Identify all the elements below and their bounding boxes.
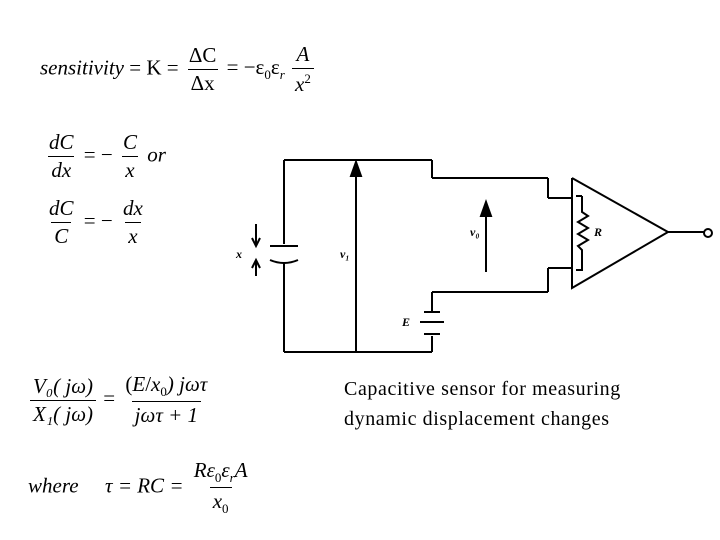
derivative-equation-2: dC C = − dx x <box>44 198 148 247</box>
tau-expr: τ = RC = <box>105 473 184 498</box>
output-terminal <box>703 228 713 238</box>
caption-line-2: dynamic displacement changes <box>344 408 610 430</box>
feedback-resistor <box>576 196 590 271</box>
equals-minus: = − <box>83 142 113 167</box>
tau-fraction: Rε0εrA x0 <box>193 458 248 517</box>
sensitivity-equation: sensitivity = K = ΔC Δx = −ε0εr A x2 <box>40 44 316 95</box>
delta-c: ΔC <box>188 43 217 67</box>
caption-line-1: Capacitive sensor for measuring <box>344 378 621 400</box>
a-over-x2-fraction: A x2 <box>292 44 314 95</box>
equals-k: = K = <box>129 55 179 80</box>
amplifier-triangle <box>571 177 671 290</box>
x-squared: x2 <box>292 68 314 95</box>
delta-x: Δx <box>187 69 218 94</box>
transfer-rhs-fraction: (E/x0) jωτ jωτ + 1 <box>125 372 208 428</box>
neg-epsilon: = −ε0εr <box>226 55 285 83</box>
sensitivity-label: sensitivity <box>40 55 124 80</box>
arrow-head-up <box>251 257 261 269</box>
where-word: where <box>28 473 79 498</box>
dc-dx-fraction: dC dx <box>48 130 75 182</box>
label-r: R <box>593 225 602 239</box>
equals-minus: = − <box>83 208 113 233</box>
label-vo: v₀ <box>470 225 480 239</box>
tau-equation: where τ = RC = Rε0εrA x0 <box>28 458 253 517</box>
or-word: or <box>147 142 166 167</box>
v0-x1-fraction: V₀( jω) X₁( jω) <box>30 375 97 425</box>
label-e: E <box>401 315 410 329</box>
vo-arrow-head <box>479 199 493 217</box>
derivative-equation-1: dC dx = − C x or <box>44 132 166 181</box>
v1-arrow-head <box>349 159 363 177</box>
c-x-fraction: C x <box>122 130 138 182</box>
area-a: A <box>296 42 310 66</box>
arrow-head-down <box>251 237 261 249</box>
label-v1: v₁ <box>340 247 350 261</box>
dc-c-fraction: dC C <box>49 196 74 248</box>
figure-caption: Capacitive sensor for measuring dynamic … <box>344 374 621 434</box>
dx-x-fraction: dx x <box>122 196 143 248</box>
delta-fraction: ΔC Δx <box>186 45 220 94</box>
label-x: x <box>235 247 242 261</box>
transfer-function-equation: V₀( jω) X₁( jω) = (E/x0) jωτ jωτ + 1 <box>28 372 212 428</box>
equals: = <box>103 385 116 410</box>
